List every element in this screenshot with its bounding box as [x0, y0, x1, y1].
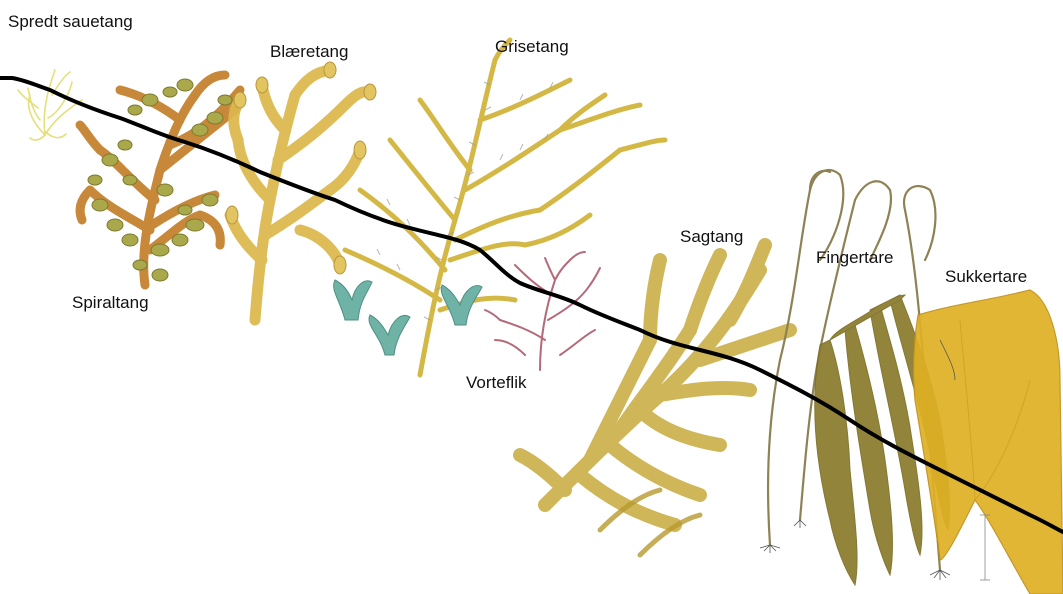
- sukkertare-plant: [914, 290, 1063, 594]
- green-alga-tufts: [334, 280, 482, 355]
- scale-bar: [980, 515, 990, 580]
- label-sagtang: Sagtang: [680, 228, 743, 245]
- spiraltang-plant: [80, 75, 240, 285]
- blaeretang-plant: [226, 62, 376, 320]
- label-blaeretang: Blæretang: [270, 43, 348, 60]
- label-fingertare: Fingertare: [816, 249, 893, 266]
- label-vorteflik: Vorteflik: [466, 374, 526, 391]
- label-sukkertare: Sukkertare: [945, 268, 1027, 285]
- label-spiraltang: Spiraltang: [72, 294, 149, 311]
- label-spredt-sauetang: Spredt sauetang: [8, 13, 133, 30]
- sagtang-plant: [520, 245, 790, 555]
- label-grisetang: Grisetang: [495, 38, 569, 55]
